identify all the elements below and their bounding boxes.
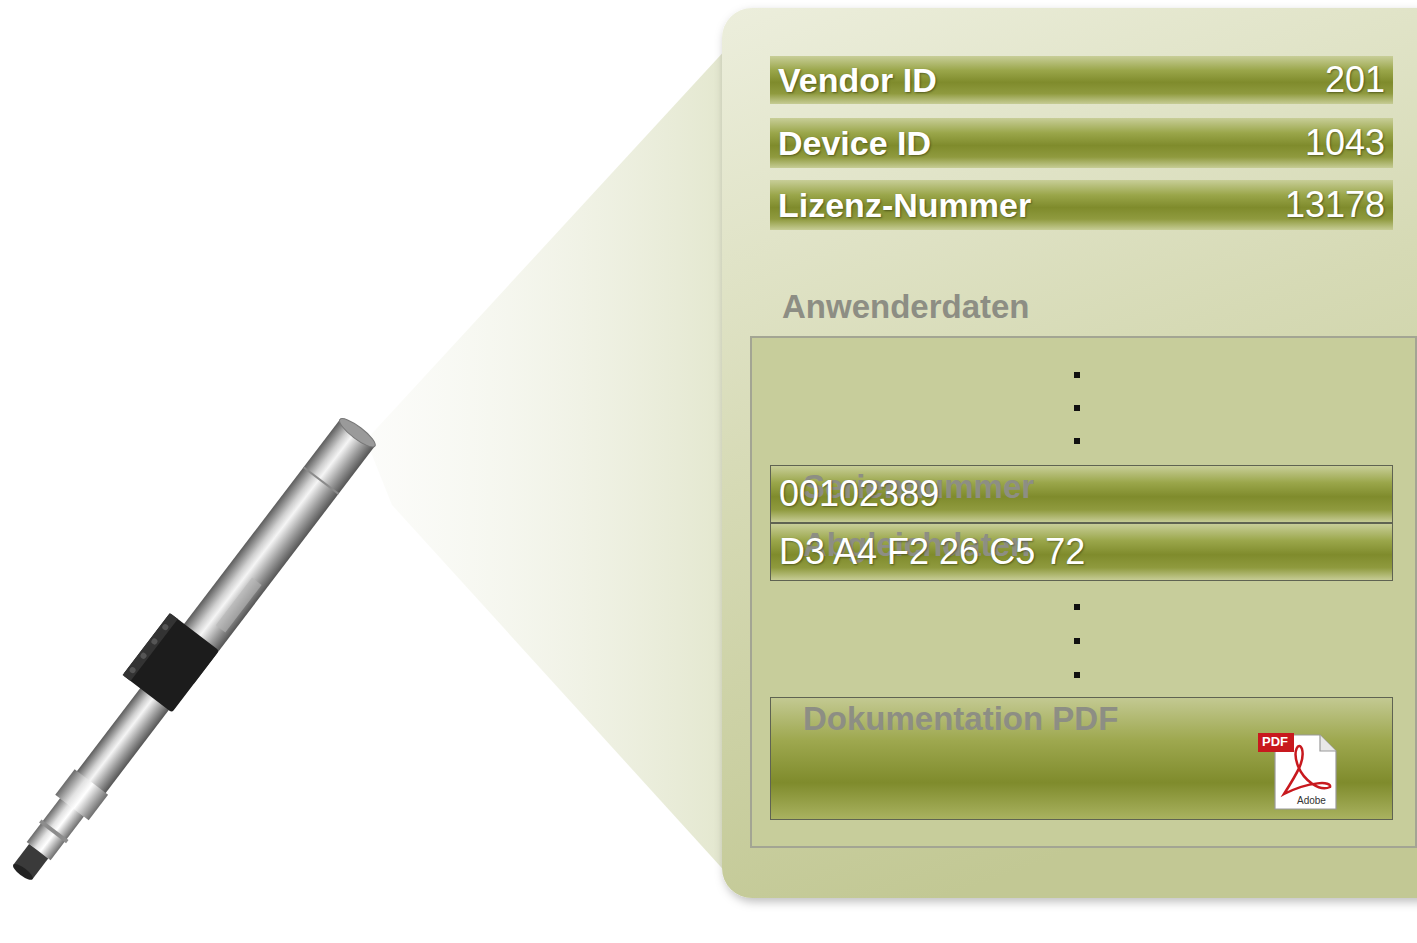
data-band: Lizenz-Nummer 13178 [770, 180, 1393, 230]
icon-tag: PDF [1262, 734, 1288, 749]
field-name: Dokumentation PDF [803, 700, 1118, 738]
callout-panel [722, 8, 1417, 898]
field-name: Lizenz-Nummer [778, 186, 1031, 225]
view-cone [366, 34, 740, 888]
data-row: AbgleichdatenD3 A4 F2 26 C5 72 [770, 523, 1393, 581]
field-name: Device ID [778, 124, 931, 163]
field-value: D3 A4 F2 26 C5 72 [779, 531, 1085, 573]
field-name: Anwenderdaten [782, 288, 1030, 326]
field-value: 00102389 [779, 473, 939, 515]
user-data-ground [750, 336, 1417, 848]
icon-brand: Adobe [1297, 795, 1326, 806]
field-value: 201 [1325, 59, 1385, 101]
position-sensor [0, 404, 379, 889]
data-band: Device ID 1043 [770, 118, 1393, 168]
data-row: Seriennummer00102389 [770, 465, 1393, 523]
field-value: 13178 [1285, 184, 1385, 226]
data-band: Vendor ID 201 [770, 56, 1393, 104]
field-name: Vendor ID [778, 61, 937, 100]
field-value: 1043 [1305, 122, 1385, 164]
